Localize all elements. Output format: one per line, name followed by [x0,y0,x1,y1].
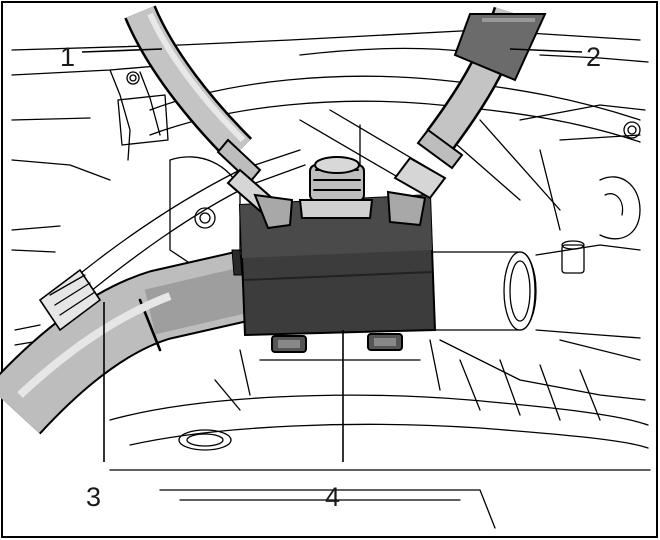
bolt-right [367,333,403,351]
callout-3: 3 [86,482,101,512]
top-banjo-bolt [298,156,374,219]
callout-1: 1 [60,42,75,72]
hose-2 [386,6,547,227]
distribution-block [231,156,437,353]
hose-clamp-left [38,268,102,332]
leader-1 [81,48,163,53]
hose-1 [124,5,294,230]
callout-2: 2 [586,42,601,72]
background-engine-parts [11,29,651,529]
callout-4: 4 [325,482,340,512]
leader-lines [81,48,583,462]
leader-2 [509,48,583,53]
bolt-left [271,335,307,353]
